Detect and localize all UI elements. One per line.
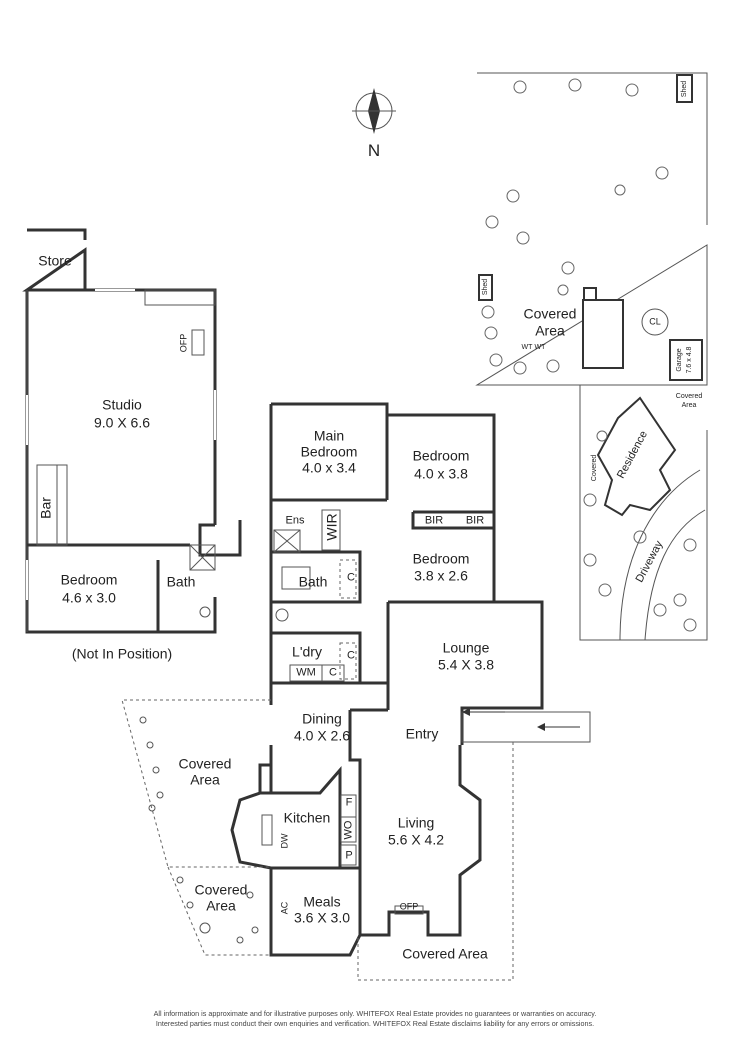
kitchen-label: Kitchen [283,809,331,826]
dishwasher-label: DW [279,833,290,849]
cupboard-label-1: C [347,571,355,584]
living-ofp-label: OFP [399,901,419,912]
dining-name: Dining [302,710,342,727]
entry-label: Entry [405,725,439,742]
site-covered-vertical: Covered [590,454,598,482]
laundry-label: L'dry [292,643,322,660]
bedroom2-name: Bedroom [412,447,470,464]
covered-area-1b: Area [190,771,220,788]
disclaimer: All information is approximate and for i… [0,1009,750,1028]
bedroom3-dimensions: 3.8 x 2.6 [414,567,468,584]
pantry-label: P [345,849,353,862]
site-covered-area-a: Covered [523,305,577,322]
studio-outline [22,228,242,634]
site-covered-small-b: Area [681,401,697,409]
site-covered-area-b: Area [535,322,565,339]
bath-label: Bath [298,573,328,590]
studio-dimensions: 9.0 X 6.6 [93,414,151,431]
water-tank-label-1: WT [521,343,533,351]
living-name: Living [397,814,435,831]
meals-name: Meals [303,893,341,910]
entry-path [121,699,591,981]
covered-area-3: Covered Area [402,945,488,962]
disclaimer-line-2: Interested parties must conduct their ow… [155,1018,595,1028]
wall-oven-label: WO [342,820,355,840]
covered-area-1a: Covered [178,755,232,772]
dining-dimensions: 4.0 X 2.6 [293,727,351,744]
cupboard-label-3: C [347,649,355,662]
house-outline [230,402,544,957]
studio-name: Studio [102,396,142,413]
garage-label-a: Garage [675,348,683,372]
shed-label-2: Shed [481,278,489,296]
main-bedroom-name-1: Main [313,427,345,444]
fridge-label: F [345,796,353,809]
shed-label-1: Shed [680,80,688,98]
clothesline-label: CL [649,316,661,327]
bedroom2-dimensions: 4.0 x 3.8 [414,465,468,482]
washing-machine-label: WM [296,666,316,679]
meals-dimensions: 3.6 X 3.0 [293,909,351,926]
lounge-name: Lounge [442,639,490,656]
aircon-label: AC [279,901,290,915]
north-arrow-icon [352,88,396,134]
garden-trees [139,716,259,944]
bir-label-1: BIR [424,514,444,527]
bedroom3-name: Bedroom [412,550,470,567]
wir-label: WIR [323,513,340,541]
studio-bedroom-dimensions: 4.6 x 3.0 [62,589,116,606]
site-plan [475,72,708,641]
store-label: Store [38,252,72,269]
garage-label-b: 7.6 x 4.8 [685,346,693,374]
bir-label-2: BIR [465,514,485,527]
covered-area-2b: Area [206,897,236,914]
water-tank-label-2: WT [534,343,546,351]
covered-area-2a: Covered [194,881,248,898]
north-label: N [367,140,381,160]
lounge-dimensions: 5.4 X 3.8 [437,656,495,673]
cupboard-label-2: C [329,666,337,679]
main-bedroom-dimensions: 4.0 x 3.4 [302,459,356,476]
site-covered-small-a: Covered [675,392,703,400]
ensuite-label: Ens [285,514,305,527]
studio-bath-label: Bath [166,573,196,590]
not-in-position-label: (Not In Position) [71,645,173,662]
studio-bedroom-name: Bedroom [60,571,118,588]
bar-label: Bar [37,497,54,519]
studio-ofp-label: OFP [178,333,189,353]
disclaimer-line-1: All information is approximate and for i… [153,1009,597,1018]
living-dimensions: 5.6 X 4.2 [387,831,445,848]
main-bedroom-name-2: Bedroom [300,443,358,460]
